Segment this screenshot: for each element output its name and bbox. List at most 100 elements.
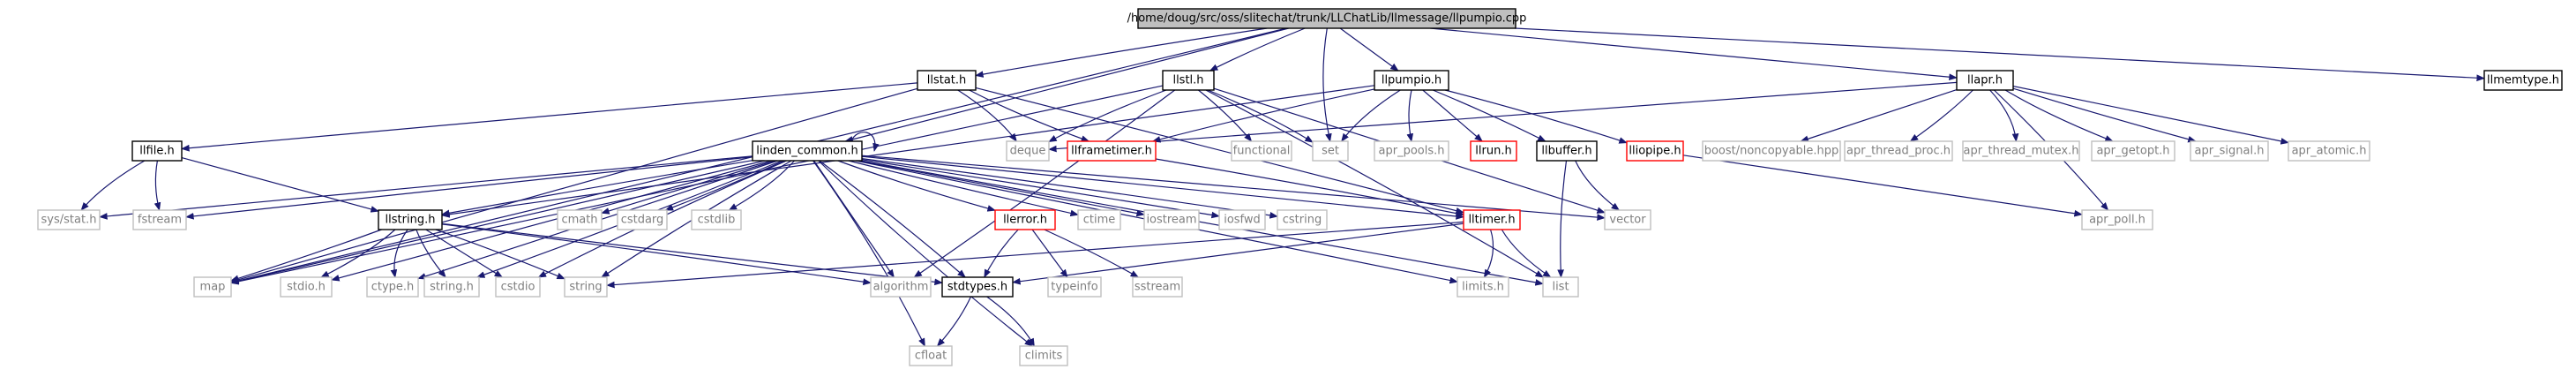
node-label: /home/doug/src/oss/slitechat/trunk/LLCha…	[1127, 12, 1527, 26]
edge-linden_common_h-to-vector	[861, 155, 1606, 221]
node-label: algorithm	[873, 281, 929, 294]
node-label: lliopipe.h	[1629, 145, 1681, 158]
node-box	[2081, 209, 2153, 230]
edge-llapr_h-to-apr_thread_proc	[1909, 89, 1973, 142]
node-iosfwd: iosfwd	[1218, 209, 1266, 230]
node-label: string.h	[430, 281, 474, 294]
edge-llbuffer_h-to-vector	[1575, 160, 1621, 211]
node-stdtypes-h[interactable]: stdtypes.h	[941, 276, 1014, 298]
node-llpumpio-h[interactable]: llpumpio.h	[1374, 70, 1449, 91]
node-label: llstat.h	[927, 74, 967, 87]
node-label: sstream	[1134, 281, 1180, 294]
edge-linden_common_h-to-cstdlib	[728, 160, 795, 211]
node-cfloat: cfloat	[909, 345, 953, 366]
node-box	[193, 276, 232, 298]
node-label: apr_atomic.h	[2292, 145, 2367, 158]
node-llstat-h[interactable]: llstat.h	[917, 70, 977, 91]
edge-llstat_h-to-map	[230, 87, 918, 283]
node-box	[1143, 209, 1200, 230]
node-linden-common-h[interactable]: linden_common.h	[752, 140, 863, 162]
node-label: sys/stat.h	[41, 214, 97, 227]
node-climits: climits	[1019, 345, 1068, 366]
node-label: deque	[1010, 145, 1046, 158]
node-label: apr_thread_mutex.h	[1963, 145, 2078, 158]
edge-llstring_h-to-string_h	[416, 229, 446, 278]
edge-llerror_h-to-typeinfo	[1031, 229, 1068, 278]
node-box	[2483, 70, 2563, 91]
node-box	[1077, 209, 1121, 230]
node-ctype-h: ctype.h	[366, 276, 419, 298]
edge-llpumpio_h-to-llrun_h	[1422, 89, 1483, 142]
node-box	[2190, 140, 2269, 162]
node-lltimer-h[interactable]: lltimer.h	[1463, 209, 1521, 230]
edge-linden_common_h-to-linden_common_h	[850, 132, 880, 152]
node-llbuffer-h[interactable]: llbuffer.h	[1536, 140, 1598, 162]
edge-linden_common_h-to-list	[860, 160, 1544, 286]
node-box	[1006, 140, 1050, 162]
node-llstring-h[interactable]: llstring.h	[378, 209, 443, 230]
node-llpumpio-cpp[interactable]: /home/doug/src/oss/slitechat/trunk/LLCha…	[1127, 8, 1527, 29]
node-box	[994, 209, 1056, 230]
node-label: cstdlib	[698, 214, 736, 227]
edge-llpumpio_h-to-llbuffer_h	[1432, 89, 1546, 142]
edge-llstring_h-to-string	[435, 229, 565, 280]
node-apr-thread-mutex: apr_thread_mutex.h	[1962, 140, 2080, 162]
edge-llapr_h-to-apr_getopt	[2004, 89, 2114, 142]
node-box	[1604, 209, 1651, 230]
node-llapr-h[interactable]: llapr.h	[1956, 70, 2014, 91]
edge-llpumpio_h-to-apr_pools_h	[1406, 89, 1414, 142]
node-apr-getopt: apr_getopt.h	[2091, 140, 2175, 162]
node-llmemtype-h[interactable]: llmemtype.h	[2483, 70, 2563, 91]
node-label: apr_thread_proc.h	[1846, 145, 1951, 158]
edge-llstring_h-to-cstdio	[425, 229, 504, 278]
edge-linden_common_h-to-cfloat	[812, 160, 925, 347]
node-label: llstl.h	[1172, 74, 1203, 87]
node-llerror-h[interactable]: llerror.h	[994, 209, 1056, 230]
node-box	[941, 276, 1014, 298]
node-label: apr_getopt.h	[2096, 145, 2169, 158]
node-box	[495, 276, 541, 298]
node-box	[1019, 345, 1068, 366]
node-label: cfloat	[915, 350, 947, 363]
node-label: cstdio	[501, 281, 535, 294]
node-llrun-h[interactable]: llrun.h	[1470, 140, 1517, 162]
edge-llpumpio_h-to-set	[1341, 89, 1401, 142]
node-llfile-h[interactable]: llfile.h	[131, 140, 183, 162]
node-label: functional	[1233, 145, 1291, 158]
node-label: typeinfo	[1051, 281, 1097, 294]
edge-llframetimer_h-to-lltimer_h	[1155, 158, 1464, 217]
edge-llerror_h-to-stdtypes_h	[984, 229, 1019, 278]
node-label: limits.h	[1462, 281, 1504, 294]
node-box	[1962, 140, 2080, 162]
node-limits-h: limits.h	[1456, 276, 1509, 298]
node-apr-poll-h: apr_poll.h	[2081, 209, 2153, 230]
node-functional: functional	[1231, 140, 1292, 162]
node-label: llframetimer.h	[1071, 145, 1152, 158]
node-cstdarg: cstdarg	[617, 209, 668, 230]
node-ctime: ctime	[1077, 209, 1121, 230]
node-box	[37, 209, 101, 230]
node-label: stdio.h	[287, 281, 326, 294]
node-label: linden_common.h	[756, 145, 857, 158]
edge-llerror_h-to-sstream	[1044, 229, 1140, 278]
node-box	[378, 209, 443, 230]
node-lliopipe-h[interactable]: lliopipe.h	[1626, 140, 1684, 162]
edge-llapr_h-to-apr_thread_mutex	[1989, 89, 2019, 142]
node-box	[280, 276, 333, 298]
edge-linden_common_h-to-climits	[818, 160, 1034, 347]
node-label: iosfwd	[1224, 214, 1261, 227]
edge-linden_common_h-to-cstring	[861, 158, 1278, 219]
node-llstl-h[interactable]: llstl.h	[1162, 70, 1215, 91]
edge-llapr_h-to-boost_noncopyable	[1800, 89, 1958, 142]
node-box	[870, 276, 932, 298]
node-box	[1956, 70, 2014, 91]
node-box	[1162, 70, 1215, 91]
node-box	[1137, 8, 1516, 29]
node-box	[1626, 140, 1684, 162]
node-box	[917, 70, 977, 91]
node-label: map	[200, 281, 226, 294]
node-llframetimer-h[interactable]: llframetimer.h	[1067, 140, 1157, 162]
node-box	[1218, 209, 1266, 230]
node-stdio-h: stdio.h	[280, 276, 333, 298]
edge-llfile_h-to-llstring_h	[181, 157, 379, 213]
